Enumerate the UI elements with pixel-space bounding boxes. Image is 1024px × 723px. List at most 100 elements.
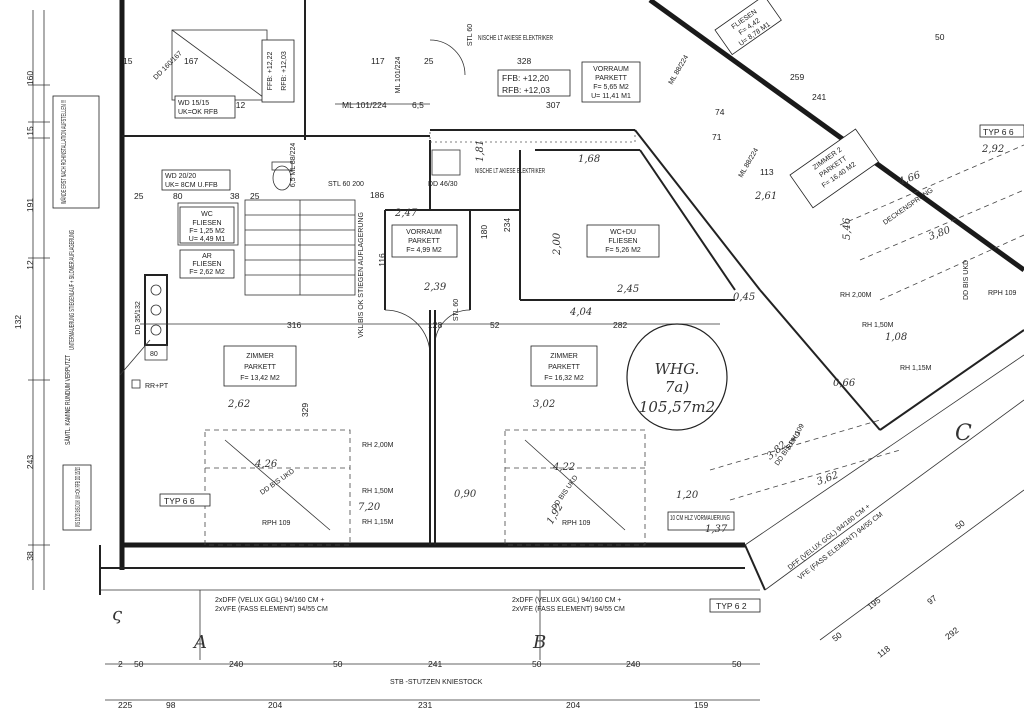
apartment-badge: WHG. 7a) 105,57m2	[626, 323, 728, 431]
dim-316: 316	[287, 320, 301, 330]
zimmer-right-name: ZIMMER	[550, 353, 578, 360]
dim-left-243: 243	[25, 455, 35, 469]
note-ws-box: WS 15/15 BIS DUK UK=OK RFB DD 15/15	[62, 464, 92, 531]
hw-4-22: 4,22	[552, 462, 575, 473]
dim-38: 38	[230, 191, 240, 201]
hw-5-46: 5,46	[842, 217, 853, 240]
dim-117: 117	[371, 56, 385, 66]
dim-118: 118	[875, 643, 892, 659]
typ-right: TYP 6 6	[983, 127, 1014, 137]
wcdu-floor: FLIESEN	[608, 238, 637, 245]
rph-right: RPH 109	[562, 520, 591, 527]
dim-259: 259	[790, 72, 804, 82]
dd-bis-ukd-left: DD BIS UKD	[259, 468, 296, 497]
dim-6-5: 6,5	[412, 100, 424, 110]
dim-b1-4: 241	[428, 659, 442, 669]
hw-1-37: 1,37	[705, 524, 728, 535]
ml-right2: ML 88/224	[738, 147, 761, 179]
dim-left-132: 132	[13, 315, 23, 329]
bottom-dimensions: 2 50 240 50 241 50 240 50 STB -STUTZEN K…	[105, 659, 760, 710]
vorraum-top-floor: PARKETT	[595, 75, 627, 82]
dim-97: 97	[925, 593, 939, 607]
dim-71: 71	[712, 132, 722, 142]
dim-74: 74	[715, 107, 725, 117]
note-wd1: WD 15/15	[178, 100, 209, 107]
dim-180: 180	[479, 225, 489, 239]
rh150-mid: RH 1,50M	[362, 488, 394, 495]
dd-bis-ukd-right: DD BIS UKD	[963, 260, 970, 300]
typ-left: TYP 6 6	[164, 496, 195, 506]
hw-7-20: 7,20	[358, 502, 381, 513]
dim-307: 307	[546, 100, 560, 110]
window-left-1: 2xDFF (VELUX GGL) 94/160 CM +	[215, 597, 325, 604]
axis-b: B	[532, 632, 546, 653]
dim-b2-4: 204	[566, 700, 580, 710]
dim-116: 116	[377, 253, 387, 267]
dim-left-191: 191	[25, 198, 35, 212]
right-wing: RH 2,00M RH 1,50M RH 1,15M RPH 109 RPH 1…	[648, 0, 1024, 660]
zimmer-left-area: F= 13,42 M2	[240, 375, 280, 382]
note-kamine: SÄMTL. KAMINE RUNDUM VERPUTZT	[64, 354, 72, 445]
note-stb: STB -STUTZEN KNIESTOCK	[390, 679, 483, 686]
note-wd2b: UK= 8CM U.FFB	[165, 182, 218, 189]
dim-80-chimney: 80	[150, 351, 158, 358]
vorraum-area: F= 4,99 M2	[406, 247, 442, 254]
note-rr: RR+PT	[145, 383, 169, 390]
note-wd1b: UK=OK RFB	[178, 109, 218, 116]
apartment-line1: WHG.	[655, 360, 700, 378]
rh115-r: RH 1,15M	[900, 365, 932, 372]
dim-50r: 50	[935, 32, 945, 42]
deckensprung: DECKENSPRUNG	[882, 187, 934, 227]
dim-167: 167	[184, 56, 198, 66]
note-rfb-v: RFB: +12,03	[281, 51, 288, 91]
dim-195: 195	[865, 595, 883, 612]
axis-c: C	[955, 421, 972, 446]
stair-run	[244, 199, 356, 296]
window-right-2: 2xVFE (FASS ELEMENT) 94/55 CM	[512, 606, 625, 613]
skylight-left: RH 2,00M RH 1,50M RH 1,15M RPH 109 DD BI…	[204, 429, 394, 546]
zimmer-right-floor: PARKETT	[548, 364, 580, 371]
dim-b1-2: 240	[229, 659, 243, 669]
vorraum-name: VORRAUM	[406, 229, 442, 236]
typ-bottom-badge: TYP 6 2	[709, 598, 761, 613]
typ-right-badge: TYP 6 6	[979, 124, 1024, 138]
note-nische2: NISCHE LT AKIESE ELEKTRIKER	[475, 168, 545, 175]
dim-left-38: 38	[25, 551, 35, 561]
note-ffb: FFB: +12,20	[502, 73, 549, 83]
wcdu-name: WC+DU	[610, 229, 636, 236]
top-left-area: DD 160/167 167 15 121 117 25 328 307 312…	[119, 29, 560, 390]
dim-328: 328	[517, 56, 531, 66]
hw-2-47: 2,47	[394, 208, 418, 219]
hw-2-45: 2,45	[616, 284, 639, 295]
note-nische1: NISCHE LT AKIESE ELEKTRIKER	[478, 35, 553, 42]
hw-2-00: 2,00	[552, 232, 563, 256]
note-ws: WS 15/15 BIS DUK UK=OK RFB DD 15/15	[75, 467, 82, 527]
rh115-mid: RH 1,15M	[362, 519, 394, 526]
vorraum-top-extra: U= 11,41 M1	[591, 93, 631, 100]
vorraum-top-name: VORRAUM	[593, 66, 629, 73]
dim-left-160: 160	[25, 71, 35, 85]
note-vkl: VKL BIS OK STIEGEN AUFLAGERUNG	[358, 212, 365, 338]
note-stl60-3: STL 60	[467, 24, 474, 46]
hw-1-20: 1,20	[676, 490, 699, 501]
hw-4-26: 4,26	[254, 459, 278, 470]
wc-name: WC	[201, 211, 213, 218]
note-untermauerung: UNTERMAUERUNG STIEGENLAUF + SILOMER AUFL…	[69, 230, 76, 350]
rh200-r: RH 2,00M	[840, 292, 872, 299]
apartment-line2: 7a)	[665, 378, 689, 396]
note-dd-top: DD 160/167	[152, 50, 183, 81]
dim-50d: 50	[830, 630, 844, 644]
dim-241r: 241	[812, 92, 826, 102]
dim-25a: 25	[134, 191, 144, 201]
note-ml-vert: 6,5 ML 88/224	[290, 143, 297, 188]
ar-name: AR	[202, 253, 212, 260]
rph-r: RPH 109	[988, 290, 1017, 297]
note-ffb-v: FFB: +12,22	[267, 52, 274, 91]
typ-bottom: TYP 6 2	[716, 601, 747, 611]
dim-312: 312	[231, 100, 245, 110]
typ-left-badge: TYP 6 6	[159, 493, 211, 507]
dim-50e: 50	[953, 518, 967, 532]
fliesen-top-label: FLIESEN F= 4,42 U= 8,78 M1	[714, 0, 782, 56]
dim-b1-5: 50	[532, 659, 542, 669]
note-waende-line: WÄNDE ERST NACH ROHINSTALLATION AUFSTELL…	[60, 100, 68, 204]
